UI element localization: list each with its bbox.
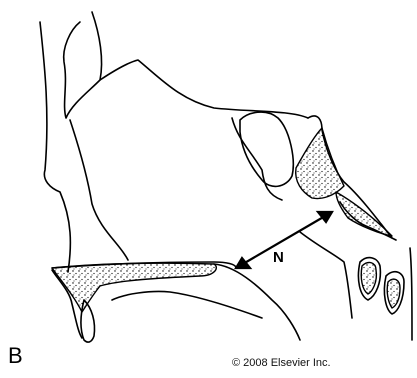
right-edge-line (410, 248, 412, 340)
upper-left-bone-outline (64, 12, 102, 118)
stippled-right-1 (361, 263, 376, 294)
stippled-vomer (336, 192, 392, 236)
soft-palate (214, 264, 300, 340)
copyright-notice: © 2008 Elsevier Inc. (232, 357, 331, 369)
stippled-right-2 (387, 279, 400, 308)
measurement-label-n: N (273, 249, 284, 266)
panel-label: B (8, 343, 23, 369)
tongue-curve (112, 291, 262, 318)
skull-base-outline (100, 60, 308, 118)
facial-profile-outline (40, 22, 70, 272)
measurement-arrow (236, 212, 332, 268)
nasopharynx-wall (300, 232, 352, 318)
inner-outline (70, 120, 128, 260)
stippled-palate (52, 263, 216, 312)
stippled-sphenoid (296, 128, 344, 199)
